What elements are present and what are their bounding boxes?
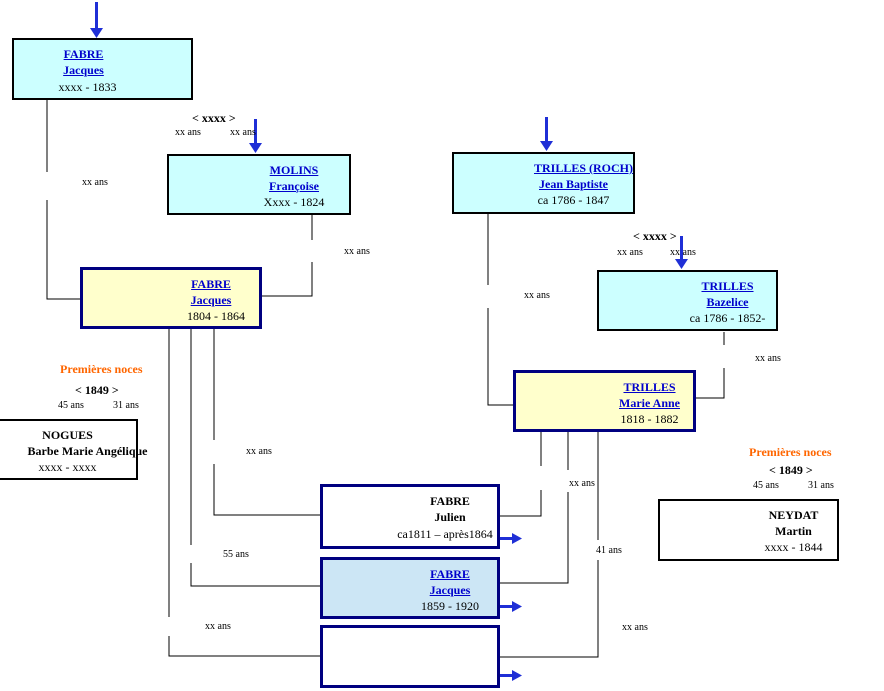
age-label: xx ans: [569, 478, 595, 489]
person-surname[interactable]: FABRE: [63, 47, 104, 61]
person-surname[interactable]: FABRE: [191, 277, 231, 291]
person-surname[interactable]: TRILLES: [623, 380, 676, 394]
age-label: xx ans: [82, 177, 108, 188]
person-dates: 1804 - 1864: [187, 309, 245, 323]
person-card-neydat-martin[interactable]: NEYDAT Martin xxxx - 1844: [658, 499, 839, 561]
person-dates: ca 1786 - 1852-: [689, 311, 766, 325]
person-given-name[interactable]: Jacques: [429, 583, 471, 597]
arrow-down-icon[interactable]: [540, 117, 553, 151]
person-card-trilles-bazelice[interactable]: TRILLES Bazelice ca 1786 - 1852-: [597, 270, 778, 331]
arrow-right-icon[interactable]: [500, 533, 522, 544]
person-dates: xxxx - 1833: [58, 80, 117, 94]
arrow-down-icon[interactable]: [675, 236, 688, 269]
person-given-name[interactable]: Jacques: [63, 63, 104, 77]
person-given-name[interactable]: Marie Anne: [619, 396, 680, 410]
arrow-right-icon[interactable]: [500, 670, 522, 681]
person-given-name: Barbe Marie Angélique: [27, 444, 148, 458]
person-dates: Xxxx - 1824: [263, 195, 325, 209]
person-card-fabre-jacques-grandfather[interactable]: FABRE Jacques xxxx - 1833: [12, 38, 193, 100]
person-card-trilles-marie-anne[interactable]: TRILLES Marie Anne 1818 - 1882: [513, 370, 696, 432]
person-given-name[interactable]: Jean Baptiste: [539, 177, 608, 191]
marriage-age: 31 ans: [808, 480, 834, 491]
age-label: xx ans: [622, 622, 648, 633]
marriage-age: xx ans: [670, 247, 696, 258]
age-label: xx ans: [524, 290, 550, 301]
marriage-label: Premières noces: [60, 362, 143, 376]
person-surname[interactable]: MOLINS: [269, 163, 319, 177]
arrow-down-icon[interactable]: [249, 119, 262, 153]
marriage-year: < 1849 >: [769, 463, 813, 477]
person-card-nogues-barbe[interactable]: NOGUES Barbe Marie Angélique xxxx - xxxx: [0, 419, 148, 480]
person-surname: NEYDAT: [768, 508, 819, 522]
person-surname: NOGUES: [42, 428, 93, 442]
marriage-age: 45 ans: [753, 480, 779, 491]
person-card-fabre-jacques-child[interactable]: FABRE Jacques 1859 - 1920: [320, 557, 500, 619]
age-label: xx ans: [344, 246, 370, 257]
age-label: 55 ans: [223, 549, 249, 560]
person-given-name[interactable]: Jacques: [190, 293, 232, 307]
person-dates: 1818 - 1882: [620, 412, 679, 426]
person-card-molins-francoise[interactable]: MOLINS Françoise Xxxx - 1824: [167, 154, 351, 215]
person-card-fabre-julien[interactable]: FABRE Julien ca1811 – après1864: [320, 484, 500, 549]
person-dates: ca 1786 - 1847: [537, 193, 610, 207]
person-dates: 1859 - 1920: [421, 599, 479, 613]
person-surname[interactable]: TRILLES: [701, 279, 754, 293]
person-given-name: Martin: [775, 524, 812, 538]
person-surname[interactable]: FABRE: [430, 567, 470, 581]
marriage-year: < xxxx >: [192, 111, 236, 125]
person-surname: FABRE: [430, 494, 470, 508]
person-card-fabre-jacques-father[interactable]: FABRE Jacques 1804 - 1864: [80, 267, 262, 329]
person-given-name: Julien: [434, 510, 466, 524]
person-dates: xxxx - xxxx: [38, 460, 97, 474]
age-label: xx ans: [246, 446, 272, 457]
person-dates: ca1811 – après1864: [397, 527, 493, 541]
marriage-age: xx ans: [175, 127, 201, 138]
marriage-age: xx ans: [230, 127, 256, 138]
person-dates: xxxx - 1844: [764, 540, 823, 554]
person-surname[interactable]: TRILLES (ROCH): [533, 161, 634, 175]
age-label: xx ans: [205, 621, 231, 632]
marriage-label: Premières noces: [749, 445, 832, 459]
marriage-age: 45 ans: [58, 400, 84, 411]
person-given-name[interactable]: Bazelice: [706, 295, 749, 309]
person-card-trilles-jean-baptiste[interactable]: TRILLES (ROCH) Jean Baptiste ca 1786 - 1…: [452, 152, 635, 214]
marriage-year: < xxxx >: [633, 229, 677, 243]
marriage-age: 31 ans: [113, 400, 139, 411]
person-given-name[interactable]: Françoise: [269, 179, 319, 193]
age-label: xx ans: [755, 353, 781, 364]
person-card-empty[interactable]: [320, 625, 500, 688]
arrow-down-icon[interactable]: [90, 2, 103, 38]
marriage-year: < 1849 >: [75, 383, 119, 397]
arrow-right-icon[interactable]: [500, 601, 522, 612]
marriage-age: xx ans: [617, 247, 643, 258]
age-label: 41 ans: [596, 545, 622, 556]
